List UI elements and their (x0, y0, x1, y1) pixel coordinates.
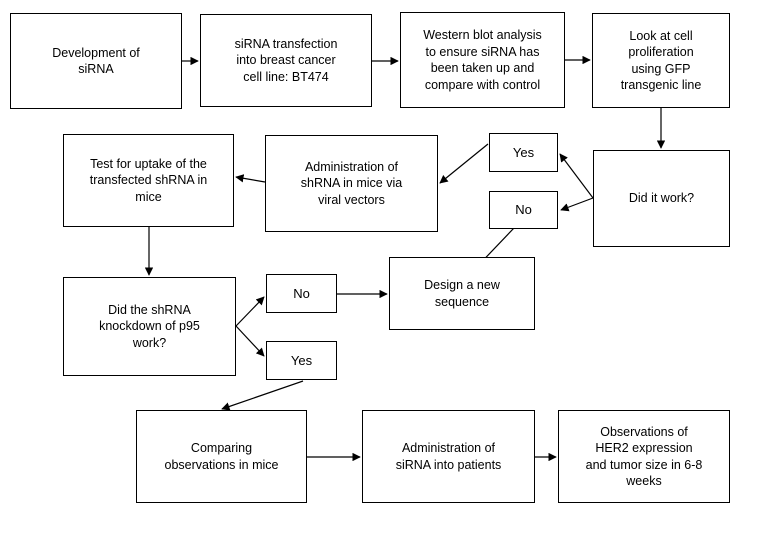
node-label: siRNA transfection into breast cancer ce… (234, 36, 338, 84)
node-label: Did the shRNA knockdown of p95 work? (99, 302, 200, 350)
node-observations-her2[interactable]: Observations of HER2 expression and tumo… (558, 410, 730, 503)
node-no-did-it-work[interactable]: No (489, 191, 558, 229)
edge-administration-to-testuptake (235, 174, 266, 183)
node-label: No (515, 202, 532, 218)
node-label: Western blot analysis to ensure siRNA ha… (423, 28, 542, 92)
node-development[interactable]: Development of siRNA (10, 13, 182, 109)
node-knockdown-question[interactable]: Did the shRNA knockdown of p95 work? (63, 277, 236, 376)
node-label: Look at cell proliferation using GFP tra… (620, 28, 702, 93)
node-label: Observations of HER2 expression and tumo… (585, 424, 703, 489)
node-label: Yes (512, 144, 535, 160)
node-proliferation[interactable]: Look at cell proliferation using GFP tra… (592, 13, 730, 108)
node-transfection[interactable]: siRNA transfection into breast cancer ce… (200, 14, 372, 107)
edge-didwork-to-yes1 (559, 153, 594, 199)
node-administration-patients[interactable]: Administration of siRNA into patients (362, 410, 535, 503)
edge-yes1-to-administration (439, 143, 489, 184)
node-label: Comparing observations in mice (164, 441, 279, 472)
edge-knockdown-to-no2 (235, 296, 265, 327)
node-label: Administration of shRNA in mice via vira… (300, 159, 403, 207)
node-administration-shrna-mice[interactable]: Administration of shRNA in mice via vira… (265, 135, 438, 232)
node-label: Test for uptake of the transfected shRNA… (89, 156, 208, 204)
edge-didwork-to-no1 (560, 197, 594, 212)
node-label: Did it work? (628, 191, 695, 206)
node-did-it-work[interactable]: Did it work? (593, 150, 730, 247)
node-no-knockdown[interactable]: No (266, 274, 337, 313)
node-label: Development of siRNA (52, 45, 140, 77)
edge-knockdown-to-yes2 (235, 325, 265, 357)
edge-yes2-to-comparing (221, 380, 304, 411)
node-western-blot[interactable]: Western blot analysis to ensure siRNA ha… (400, 12, 565, 108)
node-test-uptake[interactable]: Test for uptake of the transfected shRNA… (63, 134, 234, 227)
node-label: Design a new sequence (424, 278, 500, 309)
node-design-new-sequence[interactable]: Design a new sequence (389, 257, 535, 330)
node-label: Yes (290, 352, 313, 368)
node-label: No (293, 285, 310, 301)
node-comparing-observations[interactable]: Comparing observations in mice (136, 410, 307, 503)
node-yes-did-it-work[interactable]: Yes (489, 133, 558, 172)
node-yes-knockdown[interactable]: Yes (266, 341, 337, 380)
node-label: Administration of siRNA into patients (395, 441, 502, 472)
